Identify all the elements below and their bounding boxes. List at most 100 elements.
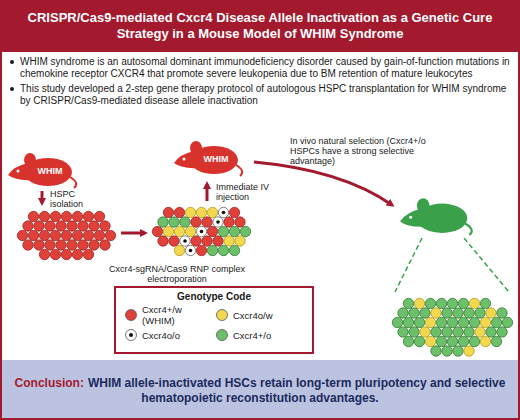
cell (431, 308, 441, 318)
cell (235, 217, 245, 227)
cell (100, 240, 110, 250)
cell (152, 226, 162, 236)
cell (491, 317, 501, 327)
step-label: Cxcr4-sgRNA/Cas9 RNP complex electropora… (102, 264, 252, 284)
step-label: In vivo natural selection (Cxcr4+/o HSPC… (290, 136, 450, 166)
cell-nucleus (216, 220, 220, 224)
cell (491, 336, 501, 346)
conclusion-heading: Conclusion: (15, 376, 84, 390)
cell (180, 217, 190, 227)
conclusion-body: WHIM allele-inactivated HSCs retain long… (88, 376, 505, 405)
cell (207, 207, 217, 217)
cell (207, 245, 217, 255)
mouse-node: WHIM (172, 135, 246, 177)
cell (409, 308, 419, 318)
cell (486, 308, 496, 318)
legend-item: Cxcr4o/o (124, 325, 215, 345)
swatch-color (217, 310, 228, 321)
bullet-text: This study developed a 2-step gene thera… (20, 83, 510, 107)
cell (403, 336, 413, 346)
cell (436, 317, 446, 327)
cell (196, 245, 206, 255)
cell (202, 217, 212, 227)
cell (442, 327, 452, 337)
green-mouse (400, 198, 472, 235)
cell (28, 230, 38, 240)
bullet-dot (10, 87, 14, 91)
cell (163, 207, 173, 217)
legend-swatch (215, 328, 229, 342)
cell (431, 346, 441, 356)
cell-nucleus (200, 230, 204, 234)
legend-item: Cxcr4+/o (215, 325, 306, 345)
cell (169, 236, 179, 246)
legend-swatch (124, 308, 138, 322)
cell (442, 308, 452, 318)
cell (61, 230, 71, 240)
bullet-dot (10, 60, 14, 64)
cell (453, 327, 463, 337)
cell (174, 207, 184, 217)
cell (45, 240, 55, 250)
legend-text: Cxcr4+/w (WHIM) (142, 304, 215, 326)
mouse-label: WHIM (32, 166, 68, 176)
cell (50, 230, 60, 240)
legend-text: Cxcr4+/o (233, 330, 271, 341)
bullet-item: This study developed a 2-step gene thera… (8, 83, 510, 107)
cell (56, 221, 66, 231)
cell (469, 336, 479, 346)
cell (414, 298, 424, 308)
cell (83, 230, 93, 240)
cell (94, 211, 104, 221)
cell (480, 298, 490, 308)
cell-nucleus (183, 239, 187, 243)
legend-swatch (215, 308, 229, 322)
cell (453, 346, 463, 356)
cell (191, 236, 201, 246)
cell (28, 211, 38, 221)
cell (61, 249, 71, 259)
step-label: Immediate IV injection (216, 182, 272, 202)
cell (196, 207, 206, 217)
cell (497, 308, 507, 318)
cell (83, 249, 93, 259)
cell (100, 221, 110, 231)
cell (229, 245, 239, 255)
cell (409, 327, 419, 337)
cell (502, 317, 512, 327)
legend-item: Cxcr4o/w (215, 305, 306, 325)
cell-nucleus (222, 211, 226, 215)
cell (425, 317, 435, 327)
cell (464, 327, 474, 337)
legend-text: Cxcr4o/o (142, 330, 180, 341)
cell (39, 249, 49, 259)
mouse-node: WHIM (6, 147, 80, 189)
cell (475, 327, 485, 337)
cell (414, 336, 424, 346)
cell (398, 308, 408, 318)
legend-swatch (124, 328, 138, 342)
legend: Cxcr4+/w (WHIM)Cxcr4o/wCxcr4o/o Cxcr4+/o (116, 302, 312, 345)
cell (436, 336, 446, 346)
cell (447, 317, 457, 327)
cell (229, 226, 239, 236)
cell (72, 211, 82, 221)
cell (83, 211, 93, 221)
cell (23, 240, 33, 250)
cell (213, 236, 223, 246)
cell (442, 346, 452, 356)
cell (163, 226, 173, 236)
cell (185, 226, 195, 236)
cell (105, 230, 115, 240)
cell (464, 346, 474, 356)
cell (50, 211, 60, 221)
cell (169, 217, 179, 227)
step-label: HSPC isolation (50, 189, 98, 209)
cell (185, 245, 195, 255)
cell (425, 336, 435, 346)
cell (56, 240, 66, 250)
cell (224, 236, 234, 246)
cell (414, 317, 424, 327)
cell (218, 207, 228, 217)
